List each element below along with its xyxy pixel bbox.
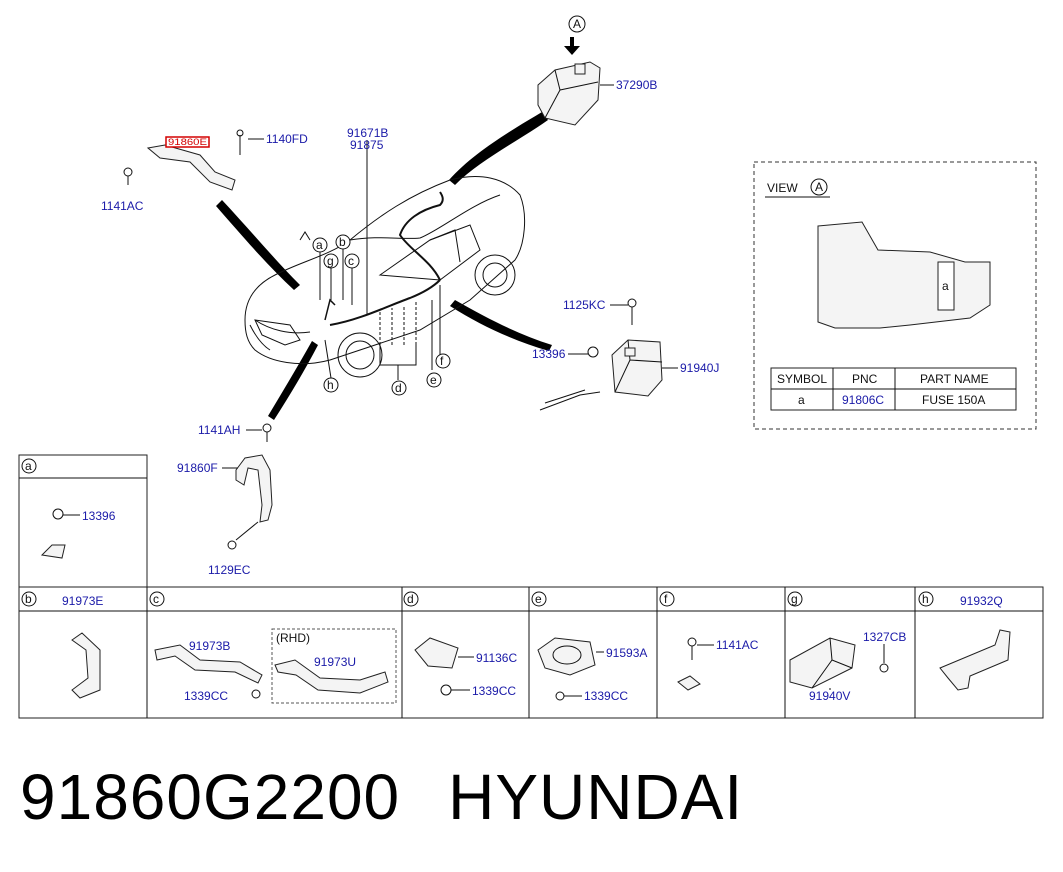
table-header-part-name: PART NAME — [920, 372, 989, 386]
leader-band — [450, 300, 552, 351]
footer-brand: HYUNDAI — [448, 761, 744, 833]
detail-e-part-1: 91593A — [606, 646, 647, 660]
symbol-table: SYMBOL PNC PART NAME a 91806C FUSE 150A — [770, 367, 1017, 411]
cable-91860E — [123, 129, 244, 191]
table-header-pnc: PNC — [852, 372, 878, 386]
part-1125KC: 1125KC — [563, 298, 606, 312]
part-1141AH: 1141AH — [198, 423, 240, 437]
relay-box-91940J — [611, 339, 663, 397]
callout-d: d — [395, 381, 402, 395]
table-cell-pnc: 91806C — [842, 393, 884, 407]
table-cell-symbol: a — [798, 393, 805, 407]
detail-h-part: 91932Q — [960, 594, 1003, 608]
highlight-box — [165, 136, 210, 148]
detail-f-letter: f — [664, 592, 668, 606]
callout-f: f — [440, 354, 444, 368]
callout-c: c — [348, 254, 354, 268]
detail-e-part-2: 1339CC — [584, 689, 628, 703]
callout-b: b — [339, 235, 346, 249]
part-1129EC: 1129EC — [208, 563, 251, 577]
part-1141AC-top: 1141AC — [101, 199, 144, 213]
car-illustration — [244, 140, 525, 380]
part-91940J: 91940J — [680, 361, 719, 375]
part-37290B: 37290B — [616, 78, 657, 92]
fuse-box-37290B — [537, 61, 601, 126]
part-91860E-highlight: 91860E — [168, 137, 207, 147]
view-marker-letter: A — [573, 17, 581, 31]
arrow-down-icon — [564, 37, 580, 55]
footer-title: 91860G2200 HYUNDAI — [20, 760, 791, 834]
detail-c-part-1: 91973B — [189, 639, 230, 653]
detail-c-part-2: 1339CC — [184, 689, 228, 703]
detail-b-part: 91973E — [62, 594, 103, 608]
part-91860F: 91860F — [177, 461, 218, 475]
detail-c-rhd: (RHD) — [276, 631, 310, 645]
callout-a: a — [316, 238, 323, 252]
detail-a-part: 13396 — [82, 509, 116, 523]
part-91671B: 91671B — [347, 126, 388, 140]
leader-band — [216, 200, 300, 290]
cable-91860F — [235, 454, 273, 523]
detail-a-letter: a — [25, 459, 32, 473]
part-1140FD: 1140FD — [266, 132, 308, 146]
view-title: VIEW — [767, 181, 798, 195]
footer-part-number: 91860G2200 — [20, 761, 401, 833]
part-13396-main: 13396 — [532, 347, 566, 361]
detail-a-panel: a 13396 — [18, 454, 148, 588]
leader-band — [449, 112, 548, 185]
view-inner-label: a — [942, 279, 949, 293]
callout-e: e — [430, 373, 437, 387]
table-header-symbol: SYMBOL — [777, 372, 827, 386]
detail-c-letter: c — [153, 592, 159, 606]
detail-g-part-2: 91940V — [809, 689, 850, 703]
detail-f-part: 1141AC — [716, 638, 759, 652]
view-title-letter: A — [815, 180, 823, 194]
detail-b-letter: b — [25, 592, 32, 606]
detail-strip: b 91973E c 91973B 1339CC (RHD) 91973U d … — [18, 586, 1044, 719]
detail-h-letter: h — [922, 592, 929, 606]
detail-g-letter: g — [791, 592, 798, 606]
leader-band — [268, 341, 318, 420]
callout-letters: a b g c h d e f — [312, 234, 451, 396]
part-91875: 91875 — [350, 138, 384, 152]
table-cell-part-name: FUSE 150A — [922, 393, 985, 407]
view-a-panel: VIEW A a SYMBOL PNC PART NAME a 91806C F… — [753, 161, 1037, 430]
detail-g-part-1: 1327CB — [863, 630, 906, 644]
detail-d-part-1: 91136C — [476, 651, 517, 665]
detail-d-part-2: 1339CC — [472, 684, 516, 698]
detail-e-letter: e — [535, 592, 542, 606]
detail-c-part-3: 91973U — [314, 655, 356, 669]
callout-g: g — [327, 254, 334, 268]
callout-h: h — [327, 378, 334, 392]
detail-d-letter: d — [407, 592, 414, 606]
